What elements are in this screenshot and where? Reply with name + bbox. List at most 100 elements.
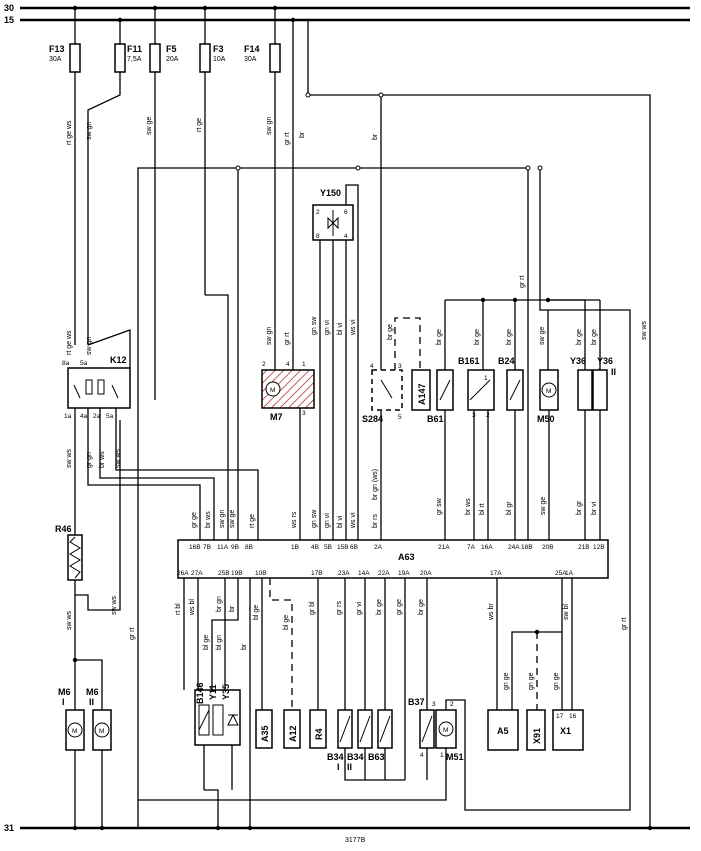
svg-text:br ws: br ws: [465, 498, 472, 515]
svg-text:br ws: br ws: [205, 511, 212, 528]
svg-text:bl rt: bl rt: [479, 503, 486, 515]
svg-text:bl gn: bl gn: [216, 635, 223, 650]
module-bottom-pin: 25A: [555, 570, 567, 577]
svg-text:Y150: Y150: [320, 188, 341, 198]
module-top-pin: 15B: [337, 544, 349, 551]
svg-text:gr rt: gr rt: [129, 628, 136, 641]
svg-text:I: I: [337, 762, 340, 772]
svg-text:5: 5: [398, 414, 402, 421]
svg-text:br: br: [229, 605, 236, 612]
sensor-b161: B161 1 3 2: [458, 356, 495, 419]
svg-text:gr ge: gr ge: [191, 512, 198, 528]
svg-text:bl vi: bl vi: [337, 515, 344, 528]
svg-text:A63: A63: [398, 552, 415, 562]
rail-31-label: 31: [4, 823, 14, 833]
svg-text:B61: B61: [427, 414, 444, 424]
svg-text:bl gr: bl gr: [506, 501, 513, 515]
svg-text:br ge: br ge: [474, 329, 481, 345]
module-top-pin: 16A: [481, 544, 493, 551]
svg-text:4: 4: [420, 752, 424, 759]
svg-text:gr gn: gr gn: [86, 452, 93, 468]
module-top-pin: 20B: [542, 544, 554, 551]
svg-text:br gn: br gn: [216, 596, 223, 612]
svg-text:4: 4: [286, 361, 290, 368]
svg-text:16: 16: [569, 713, 577, 720]
svg-text:sw ge: sw ge: [146, 117, 153, 135]
sensor-b37: B37 3 4: [408, 697, 436, 759]
svg-text:R4: R4: [314, 728, 324, 740]
svg-text:br: br: [241, 643, 248, 650]
module-bottom-pin: 19A: [398, 570, 410, 577]
svg-text:6: 6: [344, 209, 348, 216]
module-top-pin: 4B: [311, 544, 319, 551]
svg-text:20A: 20A: [166, 56, 179, 63]
svg-text:II: II: [89, 697, 94, 707]
fuse-f5: F5 20A: [149, 8, 179, 73]
svg-text:br ge: br ge: [576, 329, 583, 345]
svg-text:sw gn: sw gn: [86, 337, 93, 355]
svg-text:4: 4: [344, 233, 348, 240]
svg-text:gr sw: gr sw: [436, 497, 443, 515]
svg-text:3: 3: [432, 701, 436, 708]
svg-text:br rs: br rs: [372, 514, 379, 529]
svg-text:F13: F13: [49, 44, 65, 54]
svg-text:sw ge: sw ge: [540, 497, 547, 515]
svg-text:rt ge: rt ge: [249, 514, 256, 528]
resistor-r46: R46: [55, 524, 83, 581]
valve-y150: Y150 2 6 8 4: [312, 188, 354, 241]
valve-y36-ii: Y36 II: [592, 356, 616, 411]
svg-text:br vi: br vi: [591, 501, 598, 515]
svg-text:4a: 4a: [80, 413, 88, 420]
svg-text:B34: B34: [347, 752, 364, 762]
rail-15-label: 15: [4, 15, 14, 25]
svg-text:br gn (ws): br gn (ws): [372, 469, 379, 500]
svg-text:br ws: br ws: [99, 451, 106, 468]
svg-text:F5: F5: [166, 44, 177, 54]
module-bottom-pin: 20A: [420, 570, 432, 577]
svg-text:X91: X91: [532, 728, 542, 744]
svg-text:2a: 2a: [93, 413, 101, 420]
module-top-pin: 12B: [593, 544, 605, 551]
svg-text:10A: 10A: [213, 56, 226, 63]
svg-text:sw ws: sw ws: [115, 448, 122, 468]
svg-text:M51: M51: [446, 752, 464, 762]
svg-text:7,5A: 7,5A: [127, 56, 142, 63]
svg-text:F11: F11: [127, 44, 142, 54]
svg-text:gr rs: gr rs: [336, 601, 343, 616]
module-top-pin: 2A: [374, 544, 383, 551]
resistor-r4: R4: [309, 709, 327, 749]
module-top-pin: 6B: [350, 544, 358, 551]
module-bottom-pin: 10B: [255, 570, 267, 577]
module-top-pin: 21A: [438, 544, 450, 551]
fuse-f14: F14 30A: [244, 8, 281, 73]
connector-x91: X91: [526, 709, 546, 751]
svg-text:Y36: Y36: [570, 356, 586, 366]
module-top-pin: 21B: [578, 544, 590, 551]
svg-text:M6: M6: [86, 687, 99, 697]
rail-30-label: 30: [4, 3, 14, 13]
svg-text:sw gn: sw gn: [266, 117, 273, 135]
svg-text:sw ws: sw ws: [111, 595, 118, 615]
svg-text:II: II: [347, 762, 352, 772]
svg-text:B37: B37: [408, 697, 425, 707]
svg-text:5a: 5a: [80, 360, 88, 367]
svg-text:2: 2: [450, 701, 454, 708]
sensor-a147: A147: [411, 369, 431, 411]
svg-text:sw gn: sw gn: [86, 122, 93, 140]
svg-text:M: M: [546, 388, 551, 395]
module-top-pin: 1B: [291, 544, 299, 551]
svg-text:br gr: br gr: [576, 500, 583, 515]
svg-text:A5: A5: [497, 726, 509, 736]
svg-text:17: 17: [556, 713, 564, 720]
svg-text:8a: 8a: [62, 360, 70, 367]
module-bottom-pin: 23A: [338, 570, 350, 577]
svg-text:30A: 30A: [49, 56, 62, 63]
module-bottom-pin: 14A: [358, 570, 370, 577]
svg-text:gr bl: gr bl: [309, 601, 316, 615]
svg-text:B146: B146: [195, 682, 205, 704]
svg-text:1: 1: [484, 375, 488, 382]
svg-text:gr rt: gr rt: [519, 276, 526, 289]
svg-text:bl ge: bl ge: [203, 635, 210, 650]
